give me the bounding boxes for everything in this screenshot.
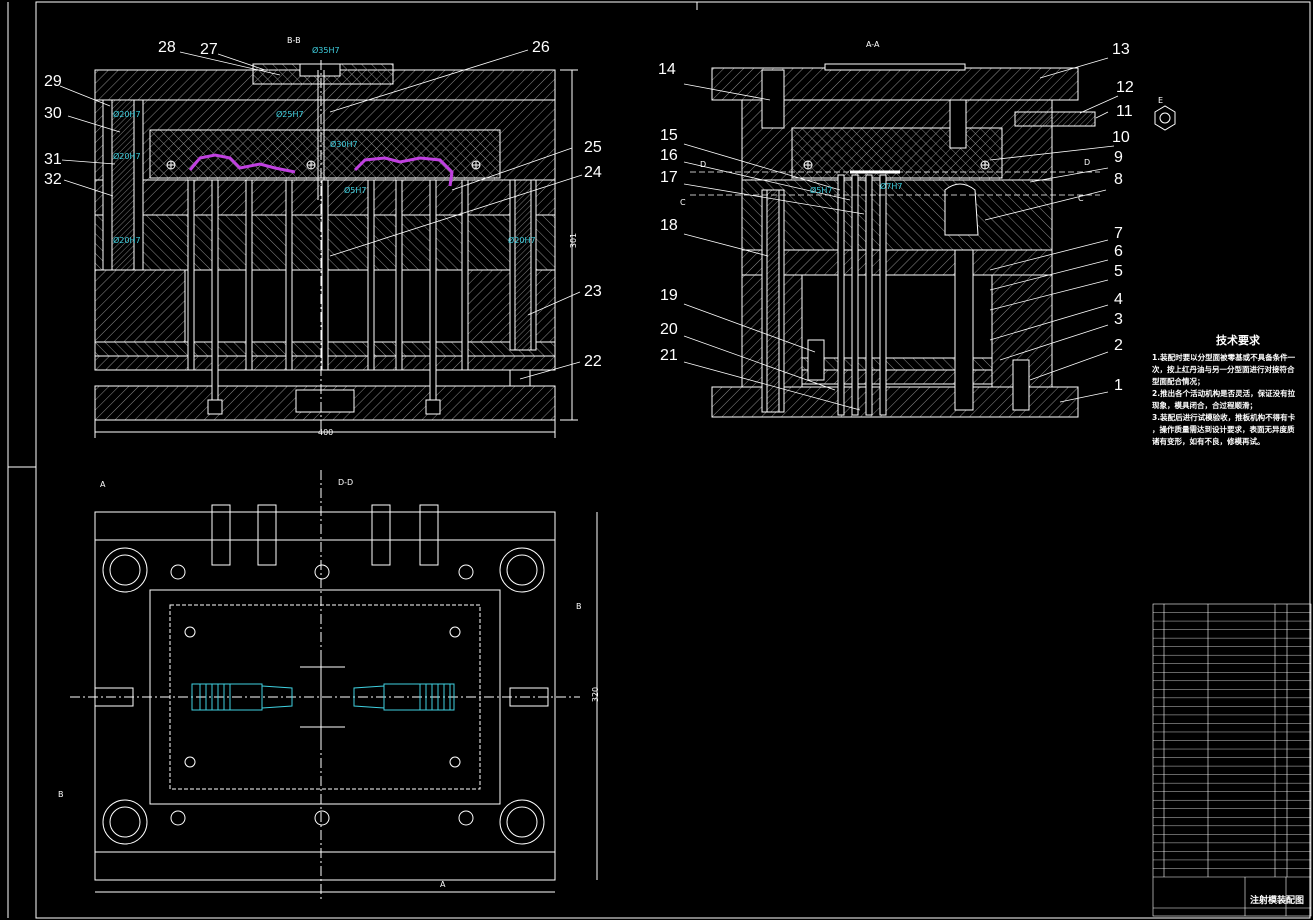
dim-height-bb: 301 [569, 232, 579, 249]
callout-16: 16 [660, 147, 678, 164]
part-cyan-right [353, 683, 455, 711]
callout-14: 14 [658, 61, 676, 78]
tech-line: 现象，模具闭合，合过程顺滑； [1152, 401, 1257, 410]
callout-11: 11 [1116, 103, 1133, 120]
callout-2: 2 [1114, 337, 1123, 354]
callout-27: 27 [200, 41, 218, 58]
callout-30: 30 [44, 105, 62, 122]
callout-28: 28 [158, 39, 176, 56]
mark-d-left: D [700, 160, 707, 169]
callout-32: 32 [44, 171, 62, 188]
callout-3: 3 [1114, 311, 1123, 328]
mark-d-right: D [1084, 158, 1091, 167]
tech-requirements-title: 技术要求 [1216, 334, 1260, 347]
mark-a-top: A [100, 480, 106, 489]
callout-20: 20 [660, 321, 678, 338]
dim-d20c: Ø20H7 [113, 236, 141, 245]
tech-line: ，操作质量需达到设计要求，表面无异度质 [1152, 425, 1295, 434]
callout-8: 8 [1114, 171, 1123, 188]
callout-22: 22 [584, 353, 602, 370]
callout-1: 1 [1114, 377, 1123, 394]
tech-line: 次，按上红丹油与另一分型面进行对接符合 [1152, 365, 1295, 374]
callout-31: 31 [44, 151, 62, 168]
view-title-bb: B-B [287, 36, 301, 45]
callout-17: 17 [660, 169, 678, 186]
callout-26: 26 [532, 39, 550, 56]
mark-c-left: C [680, 198, 686, 207]
bom-rows [1153, 612, 1311, 869]
tech-line: 型面配合情况； [1152, 377, 1205, 386]
tech-line: 诸有变形，如有不良，修模再试。 [1152, 437, 1265, 446]
callout-25: 25 [584, 139, 602, 156]
drawing-frame [7, 1, 1311, 919]
dim-d7: Ø7H7 [880, 182, 903, 191]
dim-width-bb: 400 [318, 428, 334, 437]
dim-d20d: Ø20H7 [508, 236, 536, 245]
view-title-dd: D-D [338, 478, 354, 487]
dim-d30: Ø30H7 [330, 140, 358, 149]
callout-21: 21 [660, 347, 678, 364]
section-aa-view [683, 57, 1176, 418]
mark-e: E [1158, 96, 1164, 105]
mark-a-bottom: A [440, 880, 446, 889]
callout-24: 24 [584, 164, 602, 181]
callout-6: 6 [1114, 243, 1123, 260]
callout-23: 23 [584, 283, 602, 300]
mark-b-right: B [576, 602, 582, 611]
dim-d25: Ø25H7 [276, 110, 304, 119]
mark-c-right: C [1078, 194, 1084, 203]
callout-4: 4 [1114, 291, 1123, 308]
tech-line: 3.装配后进行试模验收，推板机构不得有卡 [1152, 413, 1296, 422]
mark-b-left: B [58, 790, 64, 799]
dim-d20b: Ø20H7 [113, 152, 141, 161]
callout-9: 9 [1114, 149, 1123, 166]
callout-7: 7 [1114, 225, 1123, 242]
callout-29: 29 [44, 73, 62, 90]
dim-d5b: Ø5H7 [810, 186, 833, 195]
bom-title-block: 注射模装配图 [1250, 896, 1305, 906]
part-cyan-left [191, 683, 293, 711]
callout-18: 18 [660, 217, 678, 234]
callout-19: 19 [660, 287, 678, 304]
bom-table [1152, 603, 1312, 917]
tech-line: 1.装配时要以分型面被零基或不具备条件一 [1152, 353, 1296, 362]
callout-15: 15 [660, 127, 678, 144]
dim-d20a: Ø20H7 [113, 110, 141, 119]
plan-dd-view [70, 470, 580, 900]
callout-12: 12 [1116, 79, 1134, 96]
dim-d35: Ø35H7 [312, 46, 340, 55]
view-title-aa: A-A [866, 40, 880, 49]
tech-line: 2.推出各个活动机构是否灵活，保证没有拉 [1152, 389, 1296, 398]
section-bb-view [59, 49, 583, 438]
dim-d5: Ø5H7 [344, 186, 367, 195]
dim-height-dd: 320 [591, 686, 601, 703]
callout-13: 13 [1112, 41, 1130, 58]
callout-5: 5 [1114, 263, 1123, 280]
callout-10: 10 [1112, 129, 1130, 146]
